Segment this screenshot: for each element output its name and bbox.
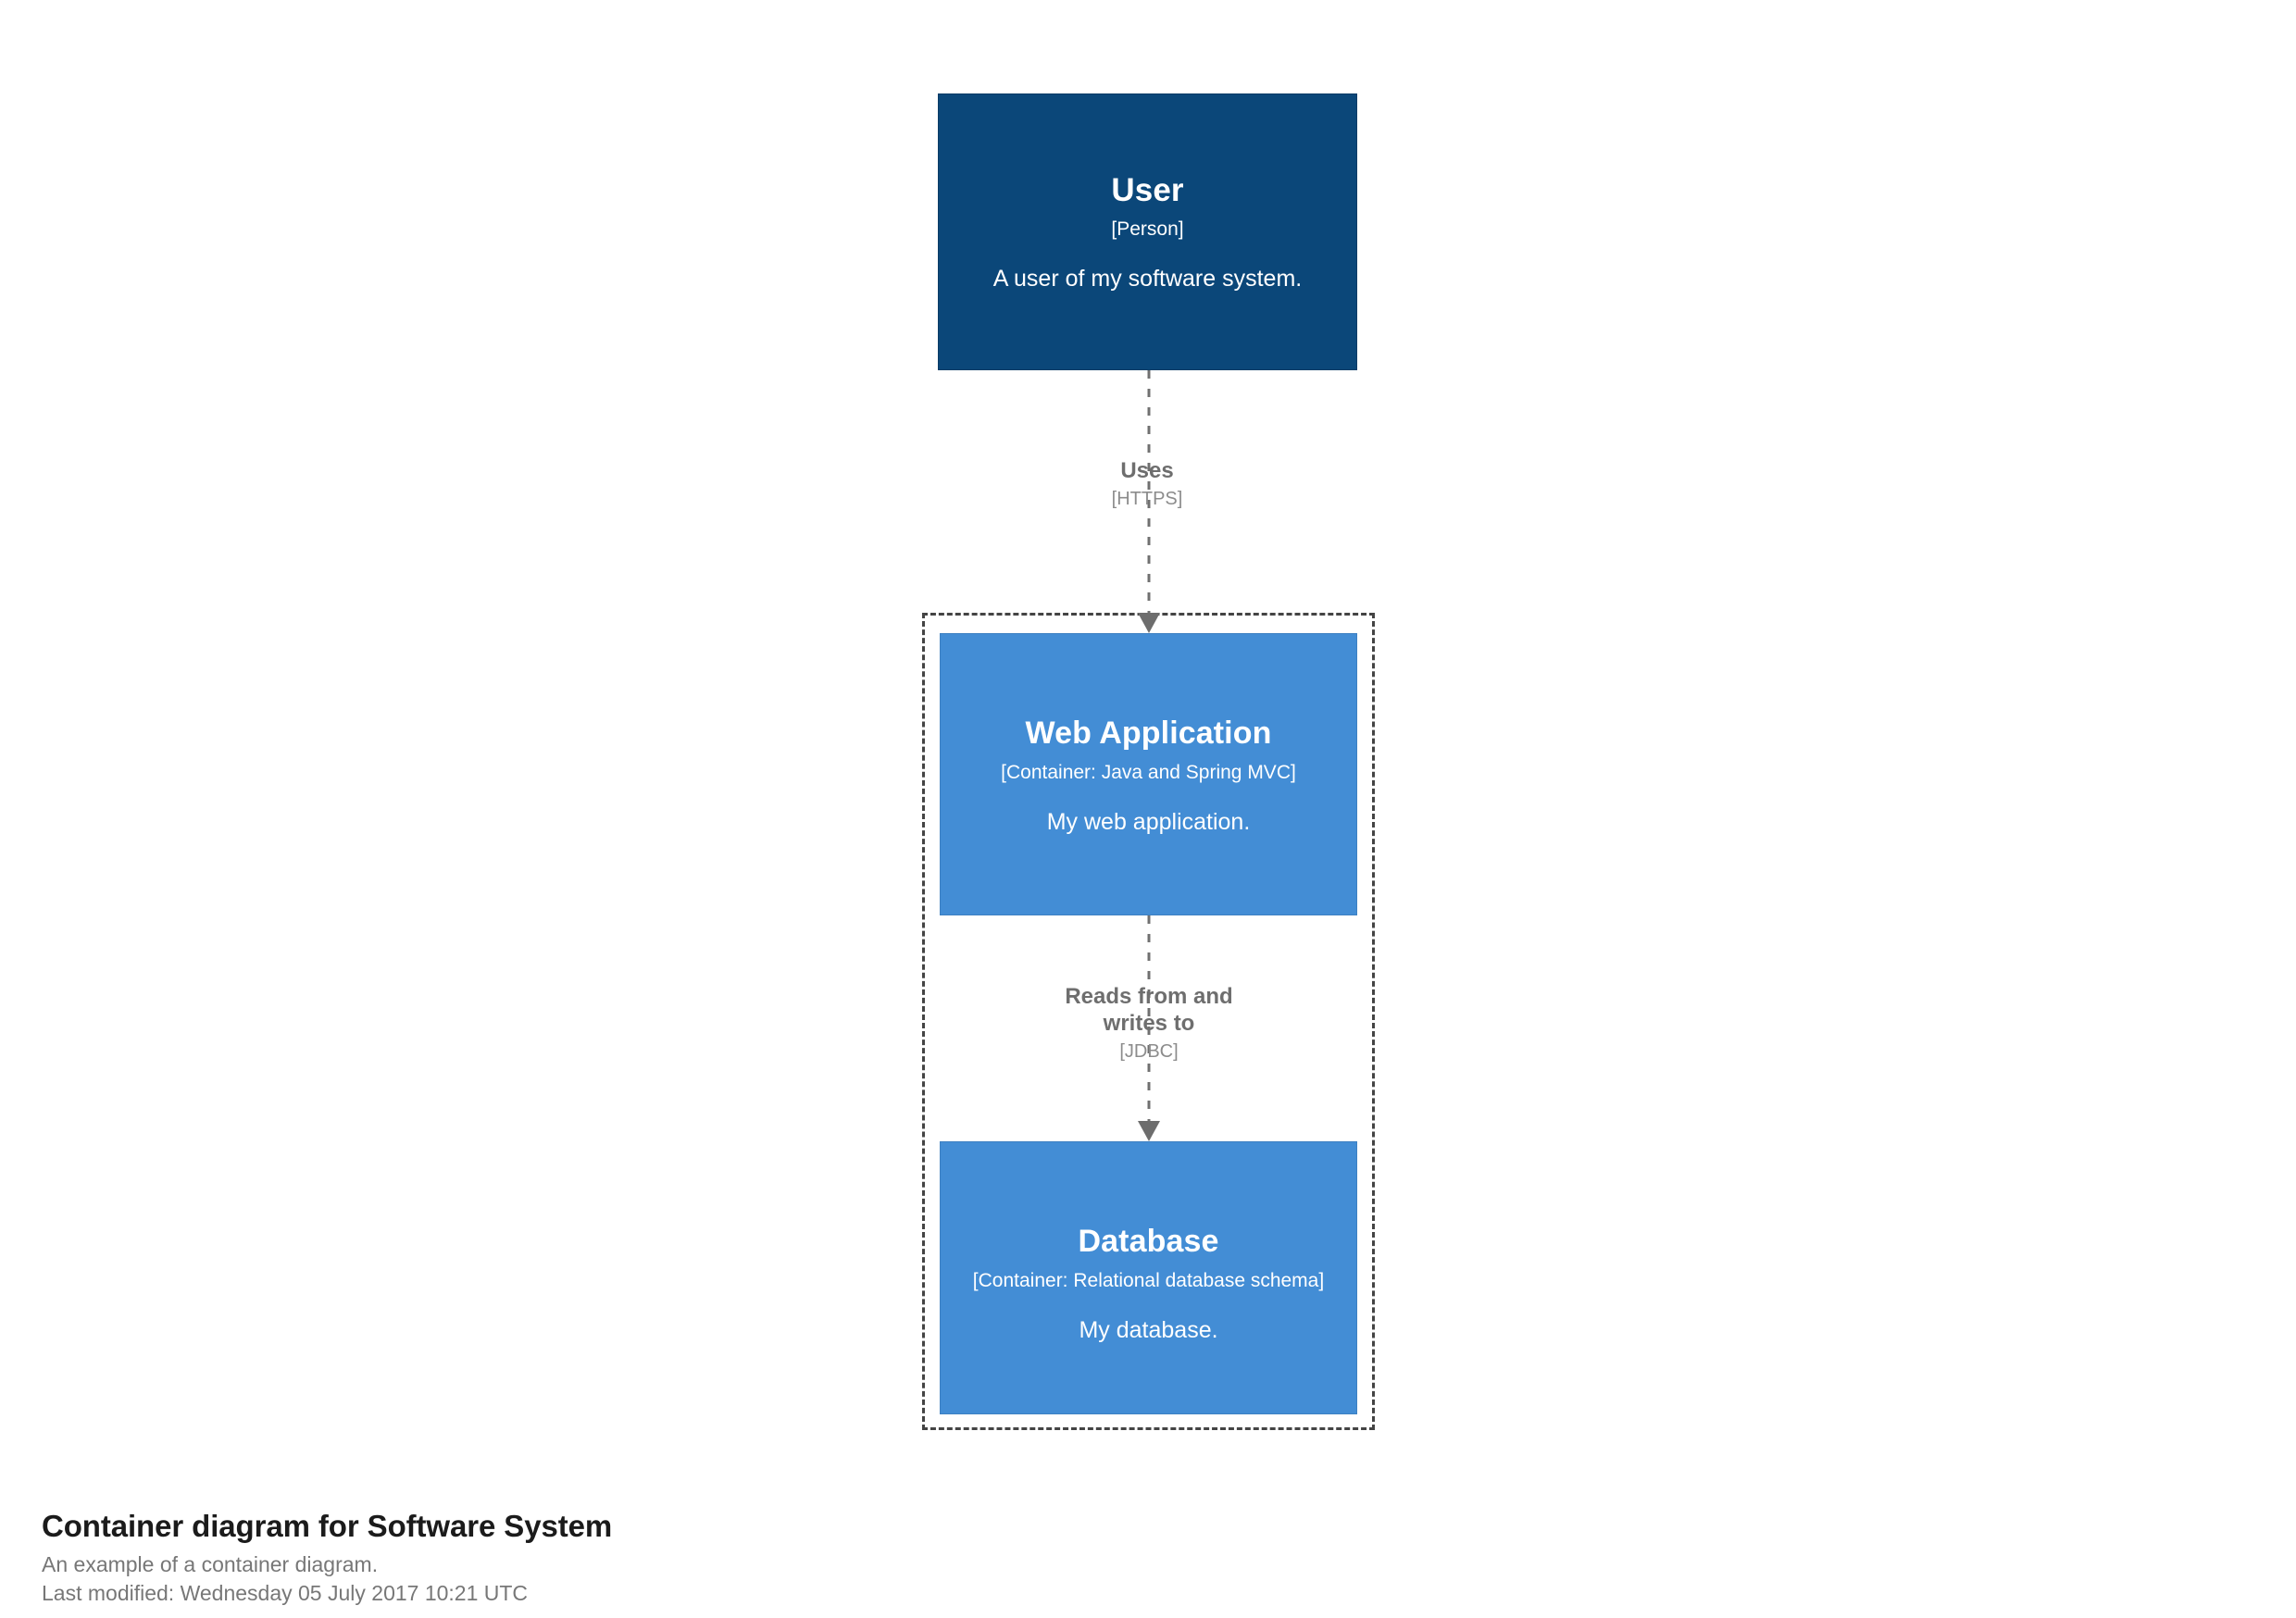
relationship-technology: [HTTPS] [1111,488,1183,509]
caption-last-modified: Last modified: Wednesday 05 July 2017 10… [42,1581,529,1605]
node-user-description: A user of my software system. [992,266,1303,292]
relationship-webapp-reads-writes-database-label: Reads from and writes to [JDBC] [964,984,1334,1063]
caption-title: Container diagram for Software System [42,1509,613,1543]
node-database-description: My database. [1079,1317,1218,1344]
relationship-webapp-reads-writes-database[interactable] [1138,915,1160,1142]
node-user-name: User [1111,172,1184,208]
relationship-user-uses-webapp-label: Uses [HTTPS] [962,458,1332,510]
node-web-application-type: [Container: Java and Spring MVC] [1001,762,1296,784]
arrowhead-icon [1138,613,1160,633]
node-user-type: [Person] [1111,218,1184,241]
node-web-application[interactable]: Web Application [Container: Java and Spr… [940,633,1357,915]
node-database-name: Database [1078,1224,1219,1259]
relationship-description: Uses [1120,458,1174,483]
relationship-technology: [JDBC] [1119,1040,1179,1062]
caption-subtitle: An example of a container diagram. [42,1552,379,1576]
relationship-description: Reads from and writes to [1065,984,1233,1036]
node-web-application-description: My web application. [1046,809,1251,836]
arrowhead-icon [1138,1121,1160,1141]
relationship-user-uses-webapp[interactable] [1138,370,1160,634]
node-user[interactable]: User [Person] A user of my software syst… [938,93,1357,370]
node-database[interactable]: Database [Container: Relational database… [940,1141,1357,1414]
node-web-application-name: Web Application [1025,716,1272,751]
diagram-caption: Container diagram for Software System An… [42,1509,612,1606]
node-database-type: [Container: Relational database schema] [972,1270,1325,1292]
